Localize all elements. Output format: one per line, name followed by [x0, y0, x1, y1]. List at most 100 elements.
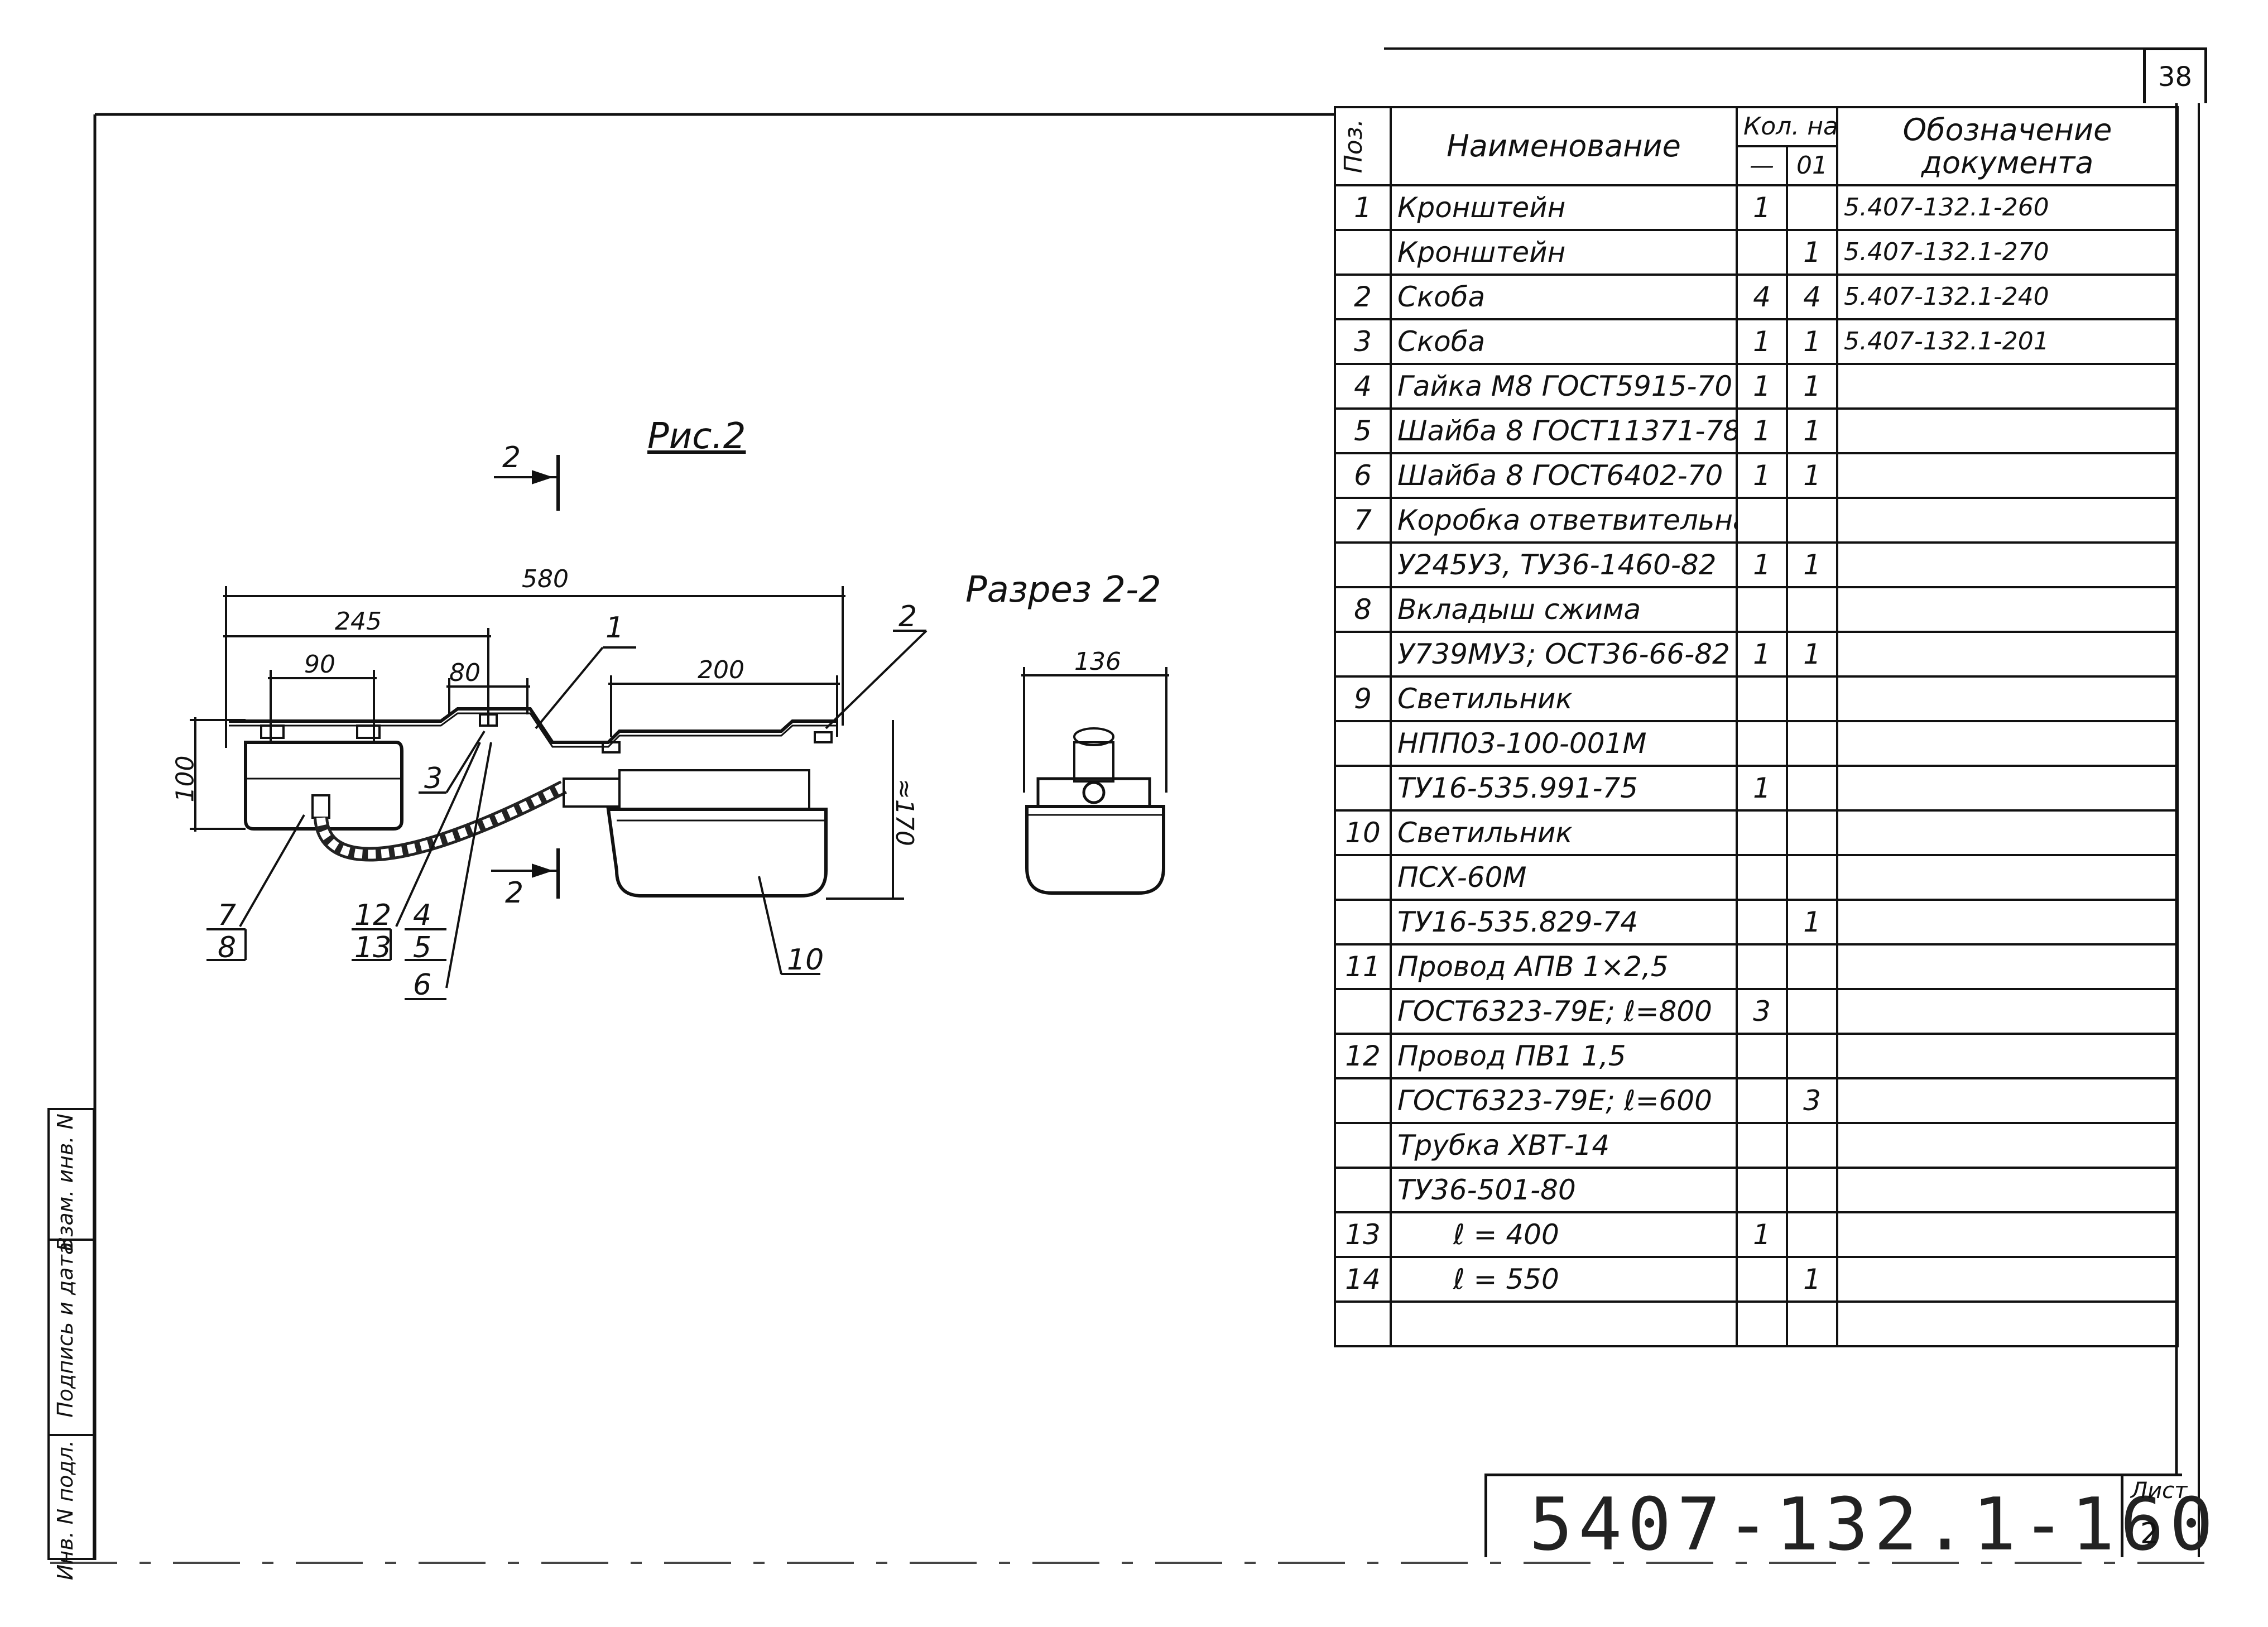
row-doc: 5.407-132.1-240	[1836, 273, 2179, 320]
row-qty-b	[1785, 497, 1839, 544]
row-qty-b: 1	[1785, 899, 1839, 946]
row-doc	[1836, 1077, 2179, 1124]
row-doc	[1836, 1167, 2179, 1213]
table-row: ПСХ-60М	[1334, 854, 2179, 901]
row-qty-a	[1736, 809, 1788, 856]
row-qty-a	[1736, 899, 1788, 946]
row-name: Трубка ХВТ-14	[1390, 1122, 1738, 1169]
row-doc	[1836, 363, 2179, 410]
row-pos: 7	[1334, 497, 1392, 544]
dim-136: 136	[1074, 647, 1121, 676]
row-qty-a: 4	[1736, 273, 1788, 320]
header-qty-b: 01	[1785, 145, 1839, 186]
row-pos	[1334, 1077, 1392, 1124]
row-name: Коробка ответвительная	[1390, 497, 1738, 544]
row-doc	[1836, 899, 2179, 946]
row-name: Кронштейн	[1390, 229, 1738, 276]
row-doc	[1836, 809, 2179, 856]
row-qty-a	[1736, 1033, 1788, 1079]
row-name: ℓ = 400	[1390, 1211, 1738, 1258]
row-qty-a	[1736, 497, 1788, 544]
row-doc	[1836, 1122, 2179, 1169]
row-pos: 5	[1334, 407, 1392, 454]
callout-7: 7	[218, 899, 237, 932]
row-qty-b: 1	[1785, 229, 1839, 276]
row-pos: 13	[1334, 1211, 1392, 1258]
specification-table: Поз. Наименование Кол. на Обозначение до…	[1334, 106, 2179, 1347]
row-qty-a	[1736, 675, 1788, 722]
row-pos: 2	[1334, 273, 1392, 320]
row-name: Провод ПВ1 1,5	[1390, 1033, 1738, 1079]
row-pos: 4	[1334, 363, 1392, 410]
row-doc	[1836, 675, 2179, 722]
row-pos: 10	[1334, 809, 1392, 856]
row-qty-a: 1	[1736, 1211, 1788, 1258]
row-qty-b: 1	[1785, 541, 1839, 588]
stamp-inv-replace: Взам. инв. N	[53, 1114, 78, 1251]
row-pos	[1334, 899, 1392, 946]
row-qty-a	[1736, 1077, 1788, 1124]
row-qty-b	[1785, 988, 1839, 1035]
row-doc	[1836, 1211, 2179, 1258]
header-qty: Кол. на	[1735, 106, 1839, 147]
dim-90: 90	[304, 650, 335, 679]
row-qty-b	[1785, 1122, 1839, 1169]
callout-1: 1	[606, 611, 624, 645]
header-doc: Обозначение документа	[1836, 106, 2179, 186]
row-doc	[1836, 586, 2179, 633]
row-doc: 5.407-132.1-270	[1836, 229, 2179, 276]
callout-4: 4	[413, 899, 432, 932]
stamp-sign-date: Подпись и дата	[53, 1242, 78, 1418]
row-qty-a	[1736, 1256, 1788, 1303]
row-qty-b	[1785, 1211, 1839, 1258]
table-row: ТУ36-501-80	[1334, 1167, 2179, 1213]
row-qty-b: 1	[1785, 452, 1839, 499]
row-doc	[1836, 720, 2179, 767]
callout-12: 12	[354, 899, 392, 932]
document-designation: 5407-132.1-160	[1529, 1482, 2219, 1567]
sheet-number: 2	[2140, 1517, 2159, 1551]
row-qty-b	[1785, 1167, 1839, 1213]
section-mark-top: 2	[502, 441, 521, 474]
row-qty-a: 3	[1736, 988, 1788, 1035]
row-qty-b: 4	[1785, 273, 1839, 320]
row-qty-b: 1	[1785, 1256, 1839, 1303]
section-mark-bottom: 2	[505, 876, 524, 910]
row-qty-a	[1736, 1122, 1788, 1169]
sheet-box	[2121, 1474, 2182, 1557]
row-qty-b	[1785, 675, 1839, 722]
row-name: ТУ16-535.991-75	[1390, 765, 1738, 812]
row-qty-a	[1736, 1167, 1788, 1213]
row-qty-b	[1785, 720, 1839, 767]
row-doc	[1836, 1256, 2179, 1303]
row-qty-b	[1785, 943, 1839, 990]
row-pos	[1334, 720, 1392, 767]
row-qty-a	[1736, 1300, 1788, 1347]
figure-title: Рис.2	[647, 416, 746, 457]
header-qty-a: —	[1736, 145, 1788, 186]
row-name: ℓ = 550	[1390, 1256, 1738, 1303]
left-stamp-column	[47, 1108, 95, 1560]
dim-580: 580	[522, 565, 569, 593]
row-qty-a	[1736, 943, 1788, 990]
table-row	[1334, 1300, 2179, 1347]
row-qty-b	[1785, 586, 1839, 633]
table-header: Поз. Наименование Кол. на Обозначение до…	[1334, 106, 2179, 186]
row-doc	[1836, 988, 2179, 1035]
row-doc	[1836, 541, 2179, 588]
dim-80: 80	[449, 659, 480, 687]
